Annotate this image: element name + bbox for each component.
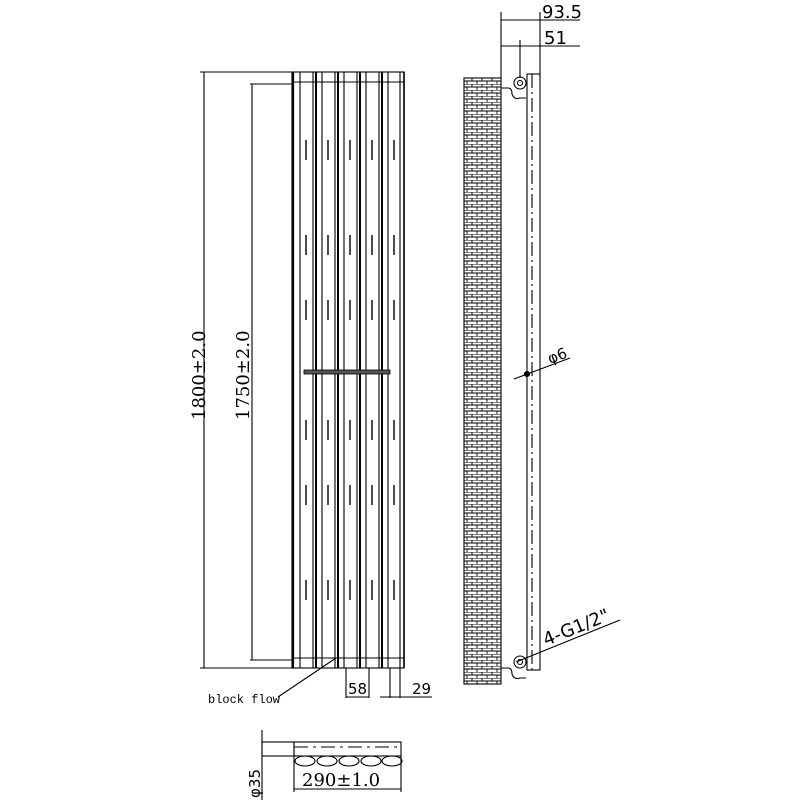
top-view <box>261 730 403 800</box>
tube-sections <box>294 755 403 767</box>
tube-diameter-label: φ35 <box>246 769 264 798</box>
overall-height-label: 1800±2.0 <box>189 330 210 420</box>
column-width-label: 29 <box>412 680 431 698</box>
connection-label: 4-G1/2" <box>540 605 613 651</box>
bracket-diameter-label: φ6 <box>545 344 570 368</box>
depth-to-wall-label: 51 <box>544 28 567 49</box>
column-pitch-label: 58 <box>348 680 367 698</box>
top-width-label: 290±1.0 <box>302 770 380 791</box>
pipe-centre-height-label: 1750±2.0 <box>233 330 254 420</box>
block-flow-label: block flow <box>208 693 281 707</box>
wall-hatch <box>463 77 502 685</box>
depth-overall-label: 93.5 <box>542 2 582 23</box>
side-view <box>463 12 621 685</box>
radiator-columns <box>291 71 405 669</box>
front-view <box>200 71 432 698</box>
